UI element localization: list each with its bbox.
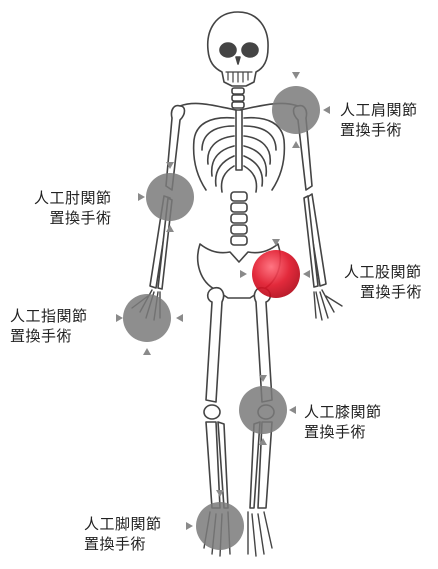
- lumbar-spine: [231, 192, 247, 245]
- hip-label-line1: 人工股関節: [344, 263, 422, 281]
- finger-arrow-right: [176, 314, 183, 322]
- elbow-arrow-left: [138, 193, 145, 201]
- finger-arrow-bottom: [143, 348, 151, 355]
- cervical-spine: [232, 88, 244, 108]
- knee-label-line2: 置換手術: [304, 422, 382, 442]
- ankle-label-line1: 人工脚関節: [84, 515, 162, 533]
- knee-joint-marker[interactable]: [239, 386, 287, 434]
- right-arm: [294, 106, 343, 320]
- hip-arrow-right: [303, 270, 310, 278]
- finger-arrow-left: [116, 314, 123, 322]
- shoulder-arrow-right: [323, 106, 330, 114]
- shoulder-label: 人工肩関節 置換手術: [340, 100, 418, 140]
- hip-label-line2: 置換手術: [344, 282, 422, 302]
- shoulder-arrow-top: [292, 72, 300, 79]
- hip-joint-marker-highlighted[interactable]: [252, 250, 300, 298]
- ribcage: [194, 110, 285, 192]
- shoulder-arrow-bottom: [292, 141, 300, 148]
- ankle-label: 人工脚関節 置換手術: [84, 514, 162, 554]
- elbow-label-line2: 置換手術: [34, 208, 112, 228]
- ankle-label-line2: 置換手術: [84, 534, 162, 554]
- shoulder-label-line1: 人工肩関節: [340, 101, 418, 119]
- finger-label-line1: 人工指関節: [10, 307, 88, 325]
- elbow-joint-marker[interactable]: [146, 173, 194, 221]
- ankle-arrow-left: [186, 522, 193, 530]
- finger-joint-marker[interactable]: [123, 294, 171, 342]
- hip-label: 人工股関節 置換手術: [344, 262, 422, 302]
- knee-label: 人工膝関節 置換手術: [304, 402, 382, 442]
- finger-label: 人工指関節 置換手術: [10, 306, 88, 346]
- shoulder-label-line2: 置換手術: [340, 120, 418, 140]
- shoulder-joint-marker[interactable]: [272, 86, 320, 134]
- elbow-label: 人工肘関節 置換手術: [34, 188, 112, 228]
- knee-label-line1: 人工膝関節: [304, 403, 382, 421]
- finger-label-line2: 置換手術: [10, 326, 88, 346]
- knee-arrow-right: [289, 406, 296, 414]
- ankle-joint-marker[interactable]: [196, 502, 244, 550]
- skull: [208, 12, 268, 86]
- elbow-label-line1: 人工肘関節: [34, 189, 112, 207]
